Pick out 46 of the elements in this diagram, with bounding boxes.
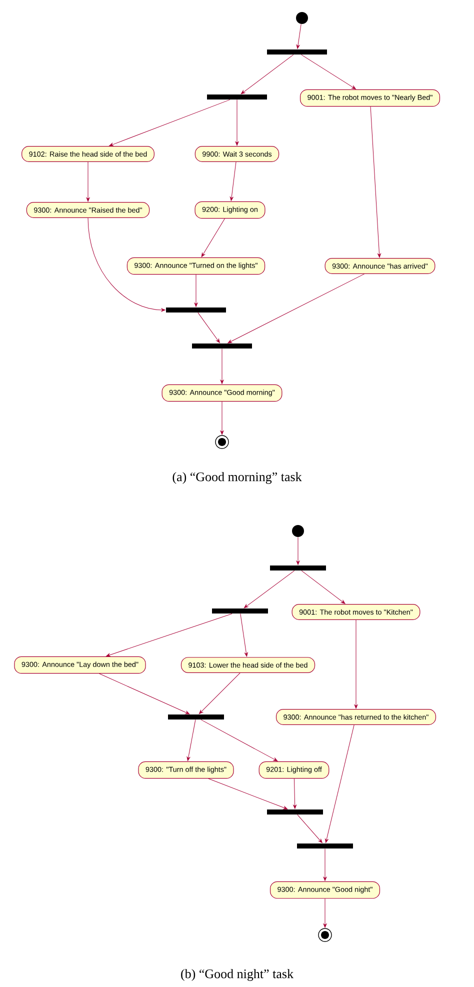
arrow <box>201 218 225 258</box>
arrow <box>200 719 278 762</box>
end-symbol <box>215 435 229 449</box>
arrow <box>301 54 356 90</box>
sync-bar <box>192 344 252 348</box>
arrow <box>293 778 297 809</box>
arrow <box>301 570 346 604</box>
sync-bar <box>267 50 327 54</box>
arrow <box>220 348 224 384</box>
arrow <box>208 778 288 810</box>
sync-bar <box>212 608 268 614</box>
sync-bar <box>270 566 326 570</box>
arrow <box>186 719 196 761</box>
end-symbol <box>318 928 332 942</box>
arrow <box>296 24 302 49</box>
arrow <box>323 898 327 928</box>
arrow <box>240 613 248 657</box>
arrow <box>240 54 294 94</box>
arrow <box>228 274 365 344</box>
start-dot <box>292 525 304 537</box>
caption: (b) “Good night” task <box>181 969 294 981</box>
sync-bar <box>168 714 224 720</box>
arrow <box>235 99 239 146</box>
arrow <box>297 814 322 844</box>
sync-bar <box>166 308 226 312</box>
arrow <box>323 848 327 881</box>
arrow <box>198 312 220 343</box>
arrow <box>220 401 224 435</box>
arrow <box>109 99 230 146</box>
sync-bar <box>297 844 353 848</box>
caption: (a) “Good morning” task <box>172 472 302 484</box>
arrow <box>106 613 232 657</box>
arrow <box>198 672 240 714</box>
start-dot <box>296 12 308 24</box>
arrow <box>370 106 381 258</box>
sync-bar <box>207 94 267 100</box>
arrow <box>88 218 166 312</box>
arrow <box>99 673 190 714</box>
arrow <box>325 724 354 843</box>
arrow <box>296 536 300 565</box>
arrow <box>194 274 198 307</box>
arrow <box>230 162 236 201</box>
arrow <box>86 162 90 202</box>
arrow <box>354 620 358 709</box>
arrow <box>244 570 295 608</box>
sync-bar <box>267 810 323 814</box>
